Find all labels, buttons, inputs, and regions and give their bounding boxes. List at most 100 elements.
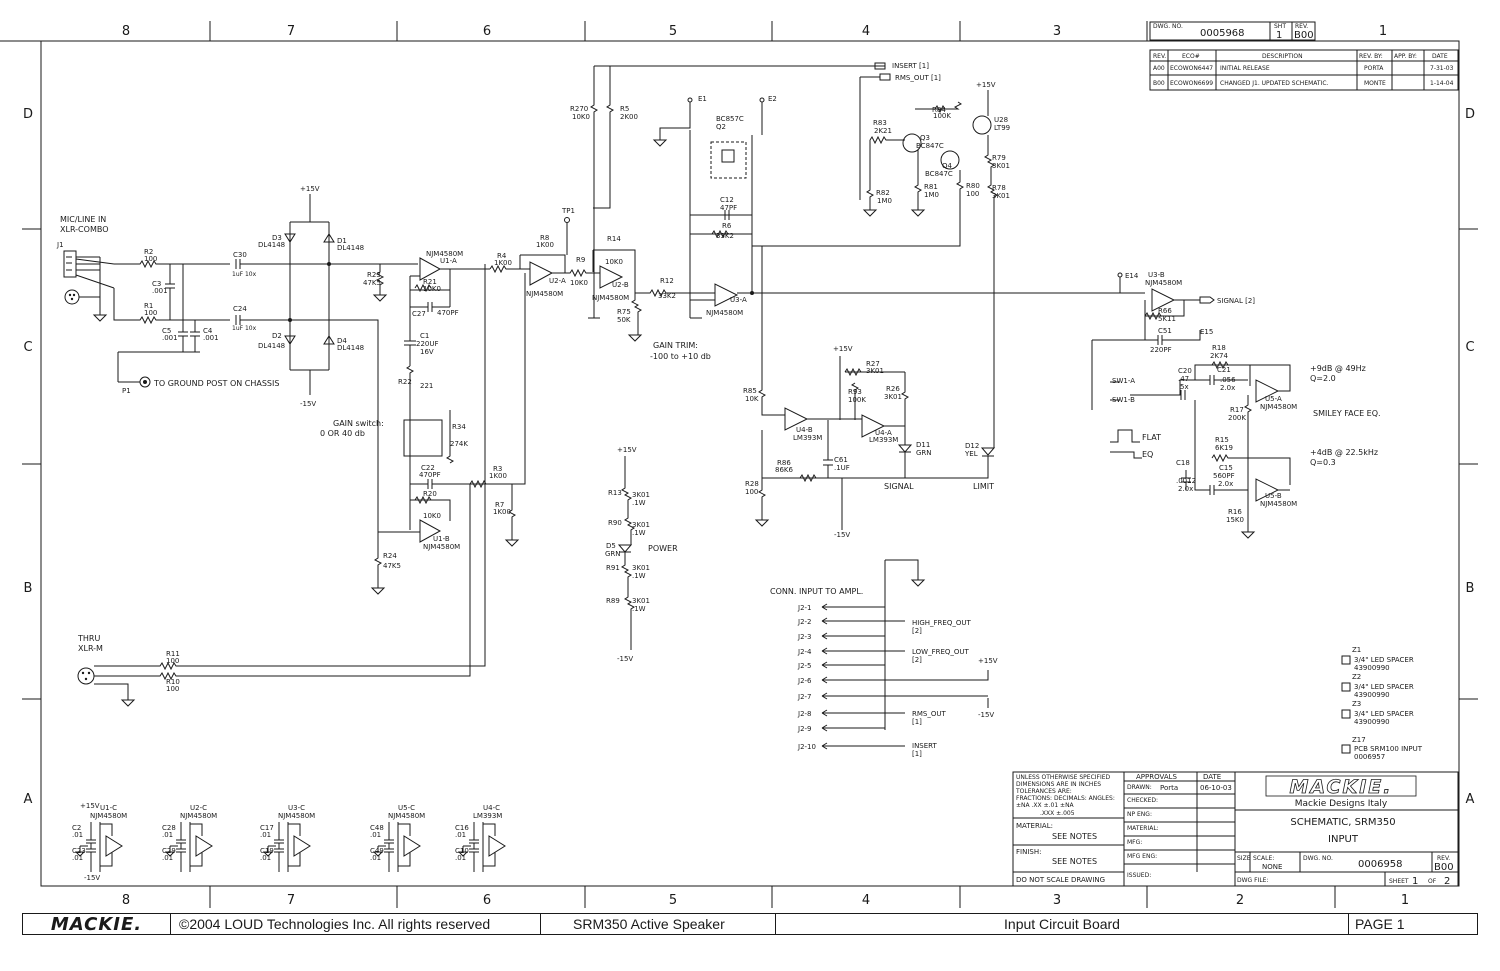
zone-ruler-sides: D C B A D C B A [22,107,1478,807]
j2-pin-label: J2-3 [797,633,812,641]
svg-text:R6: R6 [722,222,732,230]
svg-text:U4-B: U4-B [796,426,813,434]
decoupling-cap-bottom-ref: C23 [72,847,86,855]
svg-text:1uF 10x: 1uF 10x [232,271,257,278]
svg-text:100: 100 [966,190,979,198]
svg-text:APPROVALS: APPROVALS [1136,773,1178,781]
zone-right-a: A [1466,792,1475,807]
svg-text:DL4148: DL4148 [258,342,285,350]
svg-text:+4dB @ 22.5kHz: +4dB @ 22.5kHz [1310,448,1378,457]
zone-left-d: D [23,107,33,122]
svg-text:2.0x: 2.0x [1218,480,1233,488]
svg-text:2: 2 [1444,876,1450,887]
svg-text:D11: D11 [916,441,930,449]
power-decoupling-row: U1-CNJM4580MC2.01C23.01U2-CNJM4580MC28.0… [72,802,506,882]
svg-text:Q=2.0: Q=2.0 [1310,374,1336,383]
svg-text:Z17: Z17 [1352,736,1366,744]
svg-text:[2]: [2] [912,656,922,664]
svg-text:DATE: DATE [1432,53,1448,60]
svg-text:[1]: [1] [912,718,922,726]
svg-text:R10: R10 [166,678,180,686]
svg-text:R80: R80 [966,182,980,190]
svg-text:C12: C12 [720,196,734,204]
svg-text:3K01: 3K01 [992,192,1010,200]
svg-text:SCALE:: SCALE: [1253,855,1274,862]
svg-text:DATE: DATE [1203,773,1221,781]
svg-text:R78: R78 [992,184,1006,192]
svg-text:C18: C18 [1176,459,1190,467]
j2-pin-label: J2-1 [797,604,812,612]
decoupling-caps [457,822,479,872]
svg-text:R1: R1 [144,302,153,310]
svg-text:DESCRIPTION: DESCRIPTION [1262,53,1303,60]
svg-text:NJM4580M: NJM4580M [423,543,460,551]
decoupling-cap-top-ref: C28 [162,824,176,832]
svg-text:10K0: 10K0 [605,258,623,266]
svg-text:.001: .001 [203,334,219,342]
svg-text:U3-A: U3-A [730,296,747,304]
svg-text:R24: R24 [383,552,397,560]
ic-power-ref: U1-C [100,804,117,812]
svg-text:LM393M: LM393M [869,436,898,444]
decoupling-caps [164,822,186,872]
svg-text:.001: .001 [152,287,168,295]
svg-text:EQ: EQ [1142,450,1153,459]
svg-text:FRACTIONS: DECIMALS: ANGLES:: FRACTIONS: DECIMALS: ANGLES: [1016,795,1115,802]
j2-pin-label: J2-5 [797,662,812,670]
input-stage: MIC/LINE IN XLR-COMBO J1 R2 100 R1 100 C… [56,185,420,533]
revision-table: REV. ECO# DESCRIPTION REV. BY: APP. BY: … [1149,49,1459,91]
svg-text:3/4" LED SPACER: 3/4" LED SPACER [1354,656,1414,664]
title-block: UNLESS OTHERWISE SPECIFIED DIMENSIONS AR… [1012,771,1459,887]
svg-text:Z1: Z1 [1352,646,1361,654]
j2-pin-wire [821,647,885,655]
u1a-preamp: NJM4580M U1-A R21 10K0 C27 470PF C1 220U… [320,250,512,595]
decoupling-cap-top-ref: C17 [260,824,274,832]
svg-text:C22: C22 [421,464,435,472]
svg-text:SHEET: SHEET [1389,878,1409,885]
svg-text:R11: R11 [166,650,180,658]
svg-text:REV.: REV. [1437,855,1450,862]
svg-text:XLR-M: XLR-M [78,644,103,653]
zone-left-a: A [24,792,33,807]
svg-text:R7: R7 [495,501,504,509]
svg-text:REV.: REV. [1153,53,1166,60]
decoupling-cap-top-val: .01 [162,831,173,839]
decoupling-cap-bottom-ref: C19 [260,847,274,855]
svg-text:R83: R83 [873,119,887,127]
rev-row-1: A00 [1153,65,1165,72]
svg-text:1uF 10x: 1uF 10x [232,325,257,332]
j2-pin-wire [821,603,885,611]
svg-text:R2: R2 [144,248,153,256]
svg-text:.1W: .1W [632,572,646,580]
svg-text:PCB SRM100 INPUT: PCB SRM100 INPUT [1354,745,1423,753]
svg-text:MATERIAL:: MATERIAL: [1127,825,1159,832]
ic-power-symbol [189,822,213,872]
zone-bottom-7: 7 [287,893,295,908]
svg-text:7-31-03: 7-31-03 [1430,65,1454,72]
svg-text:R89: R89 [606,597,620,605]
ic-power-part: NJM4580M [278,812,315,820]
svg-text:1M0: 1M0 [877,197,892,205]
zone-top-8: 8 [122,24,130,39]
svg-text:Q3: Q3 [920,134,930,142]
p1-label: P1 [122,387,131,395]
svg-text:RMS_OUT: RMS_OUT [912,710,946,718]
zone-ruler-top: 8 7 6 5 4 3 1 [122,21,1387,41]
footer-bar: MACKIE. ©2004 LOUD Technologies Inc. All… [22,913,1478,935]
svg-text:NJM4580M: NJM4580M [526,290,563,298]
zone-bottom-5: 5 [669,893,677,908]
decoupling-cap-bottom-val: .01 [162,854,173,862]
svg-text:+15V: +15V [976,81,996,89]
svg-text:R23: R23 [367,271,381,279]
svg-text:NJM4580M: NJM4580M [592,294,629,302]
svg-text:43900990: 43900990 [1354,664,1390,672]
j2-pin-label: J2-6 [797,677,812,685]
dwg-number: 0005968 [1200,28,1245,39]
ic-power-symbol [99,822,123,872]
ground-post-label: TO GROUND POST ON CHASSIS [153,379,279,388]
svg-text:R21: R21 [423,278,437,286]
svg-text:ISSUED:: ISSUED: [1127,872,1151,879]
svg-text:R9: R9 [576,256,585,264]
svg-text:1-14-04: 1-14-04 [1430,80,1454,87]
